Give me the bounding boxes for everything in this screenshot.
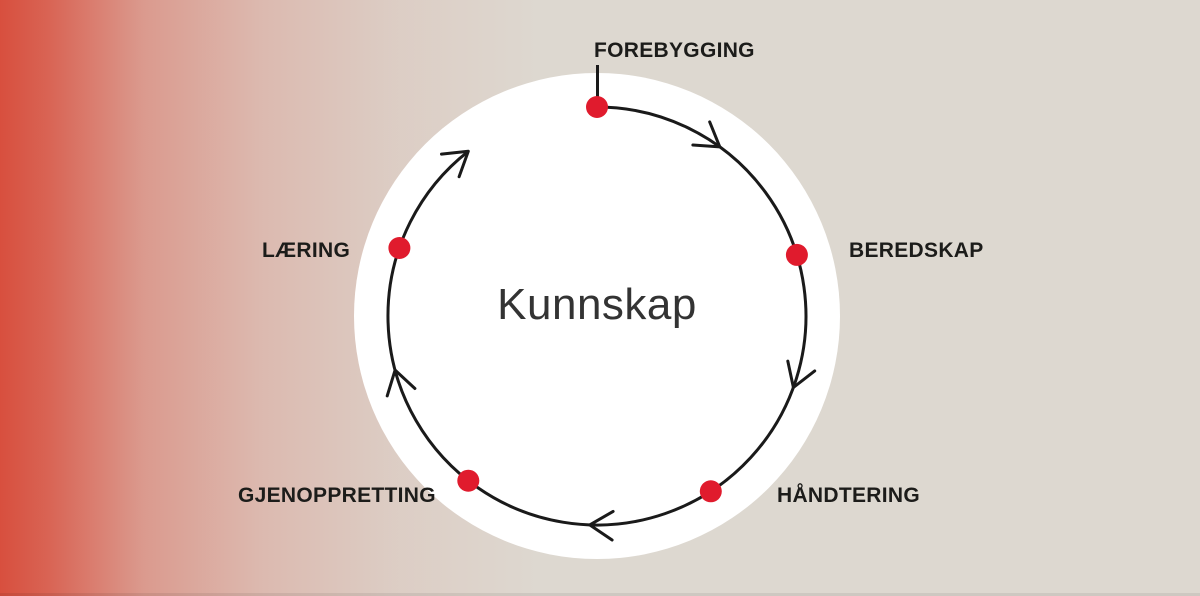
label-laering: LÆRING xyxy=(262,239,351,262)
label-beredskap: BEREDSKAP xyxy=(849,239,984,262)
direction-arrowhead xyxy=(385,368,417,398)
stage-dots xyxy=(388,96,808,503)
stage-dot-gjenoppretting xyxy=(457,469,480,492)
direction-arrowhead xyxy=(588,509,615,542)
direction-arrows xyxy=(385,120,817,542)
stage-dot-handtering xyxy=(699,480,722,503)
stage-dot-beredskap xyxy=(785,243,808,266)
direction-arrowhead xyxy=(440,149,470,179)
stage-dot-forebygging xyxy=(586,96,608,118)
center-label: Kunnskap xyxy=(497,280,697,329)
direction-arrowhead xyxy=(786,359,817,389)
stage-dot-laering xyxy=(388,237,411,259)
direction-arrowhead xyxy=(691,120,722,149)
label-forebygging: FOREBYGGING xyxy=(594,39,755,62)
inner-disc xyxy=(354,73,840,559)
label-gjenoppretting: GJENOPPRETTING xyxy=(238,484,436,507)
cycle-arc xyxy=(386,105,808,527)
label-handtering: HÅNDTERING xyxy=(777,484,920,507)
